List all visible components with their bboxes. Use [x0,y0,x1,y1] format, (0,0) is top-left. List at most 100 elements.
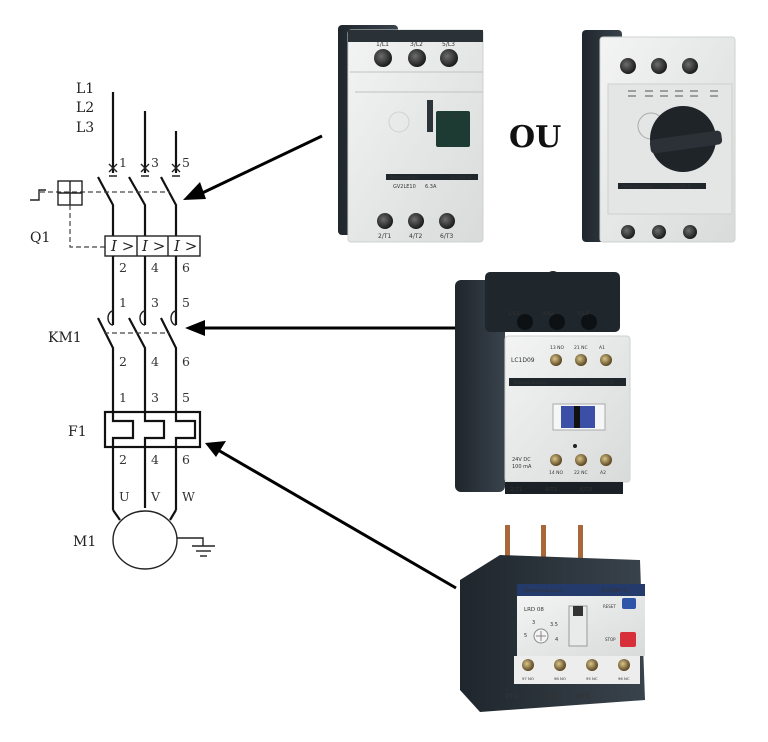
or-separator: OU [509,120,561,155]
breaker-terminal-bottom-3: 6/T3 [440,233,454,240]
rotary-brand: Telemecanique [621,184,653,189]
km1-terminal-2: 2 [119,354,127,369]
breaker-brand: Telemecanique [388,175,420,180]
relay-terminal-4t2: 4T2 [541,692,554,700]
contactor-terminal-top-1: 1/L1 [508,311,520,317]
ground-icon [177,537,215,557]
contactor-brand: Telemecanique [512,380,547,386]
supply-label-l3: L3 [76,120,94,136]
breaker-photo-rotary: Telemecanique SQUARE D [582,30,736,243]
contactor-terminal-top-3: 5/L3 [577,311,589,317]
motor-phase-u: U [119,489,130,504]
contactor-aux-bottom-2: 22 NC [574,470,588,476]
rotary-series: SQUARE D [670,184,691,189]
arrow-to-f1 [217,448,457,590]
thermal-relay-photo: Telemecanique SQUARE D LRD 08 3 3.5 4 5 … [460,525,645,712]
f1-thermal-elements [103,410,202,449]
km1-terminal-6: 6 [182,354,190,369]
contactor-aux-top-3: A1 [599,345,605,351]
breaker-off-switch [436,111,470,147]
q1-terminal-6: 6 [182,260,190,275]
contactor-terminal-bottom-2: 4/T2 [545,487,557,493]
relay-model: LRD 08 [524,607,544,613]
arrow-head-q1 [183,182,206,200]
motor-phase-v: V [150,489,161,504]
contactor-model: LC1D09 [511,357,535,364]
contactor-terminal-bottom-3: 6/T3 [580,487,593,493]
km1-label: KM1 [48,330,82,346]
motor-label: M1 [73,534,96,550]
pointer-arrows [183,134,457,590]
arrow-head-km1 [185,320,205,336]
q1-blade-2 [128,176,147,236]
wire-motor-w [169,509,177,521]
contactor-photo: 1/L1 3/L2 5/L3 13 NO 21 NC A1 LC1D09 Tel… [455,271,631,494]
q1-magnetic-trip-boxes [104,235,201,257]
f1-terminal-5: 5 [182,390,190,405]
relay-reset-label: RESET [603,604,616,609]
contactor-coil-voltage: 24V DC [512,457,531,463]
q1-label: Q1 [30,230,50,246]
km1-contacts [97,310,178,412]
q1-trip-3: I > [173,237,197,255]
breaker-photo-gv2le: 1/L1 3/L2 5/L3 O - OFF Telemecanique SQU… [338,25,484,243]
contactor-aux-bottom-1: 14 NO [549,470,564,476]
f1-terminal-4: 4 [151,452,159,467]
km1-terminal-1: 1 [119,295,127,310]
relay-stop-label: STOP [605,637,616,642]
motor-symbol [112,510,178,570]
relay-reset-button [622,598,636,609]
relay-dial-3-5: 3.5 [550,622,558,628]
km1-terminal-5: 5 [182,295,190,310]
q1-terminal-3: 3 [151,155,159,170]
breaker-terminal-top-1: 1/L1 [376,41,389,48]
breaker-series: SQUARE D [450,175,471,180]
breaker-terminal-top-3: 5/L3 [442,41,455,48]
breaker-rating: 6.3A [425,184,437,190]
km1-terminal-4: 4 [151,354,159,369]
q1-terminal-4: 4 [151,260,159,275]
q1-trip-link [69,205,105,248]
breaker-model: GV2LE10 [393,184,416,190]
breaker-toggle-lever [427,100,433,132]
supply-label-l1: L1 [76,81,94,97]
f1-label: F1 [68,424,87,440]
q1-manual-operator-icon [30,189,46,201]
f1-terminal-6: 6 [182,452,190,467]
q1-trip-1: I > [110,237,134,255]
contactor-terminal-bottom-1: 2/T1 [510,487,522,493]
arrow-head-f1 [205,441,226,457]
contactor-aux-bottom-3: A2 [600,470,606,476]
q1-trip-2: I > [141,237,165,255]
motor-phase-w: W [182,489,195,504]
q1-terminal-2: 2 [119,260,127,275]
relay-terminal-2t1: 2T1 [505,692,519,700]
f1-terminal-3: 3 [151,390,159,405]
relay-dial-3: 3 [532,620,535,626]
relay-aux-97: 97 NO [522,676,534,681]
km1-terminal-3: 3 [151,295,159,310]
q1-blade-1 [97,176,115,236]
schematic: L1 L2 L3 1 3 5 Q1 [30,81,215,570]
relay-brand: Telemecanique [523,588,561,594]
q1-terminal-5: 5 [182,155,190,170]
relay-terminal-6t3: 6T3 [576,692,589,700]
isolator-marks [108,163,181,177]
relay-stop-button [620,632,636,647]
arrow-to-q1 [197,134,323,197]
wire-motor-u [112,509,121,521]
contactor-terminal-top-2: 3/L2 [542,311,554,317]
breaker-terminal-top-2: 3/L2 [410,41,423,48]
q1-terminal-1: 1 [119,155,127,170]
supply-label-l2: L2 [76,100,94,116]
relay-series: SQUARE D [601,588,627,594]
relay-dial-4: 4 [555,637,558,643]
contactor-coil-current: 100 mA [512,464,532,470]
relay-aux-96: 96 NC [618,676,630,681]
breaker-terminal-bottom-2: 4/T2 [409,233,423,240]
contactor-aux-top-1: 13 NO [550,345,565,351]
relay-aux-95: 95 NC [586,676,598,681]
breaker-terminal-bottom-1: 2/T1 [378,233,392,240]
breaker-switch-text: O - OFF [441,114,461,120]
